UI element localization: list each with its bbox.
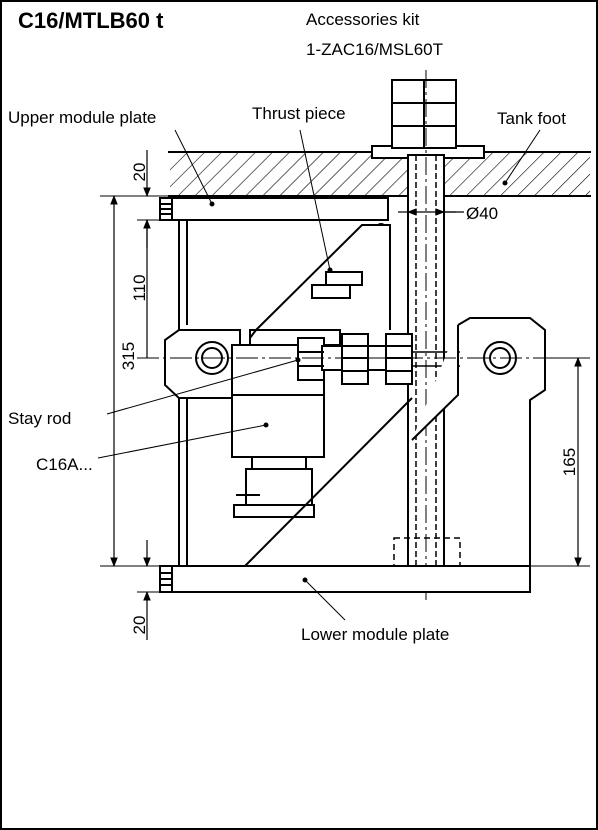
- right-bracket: [244, 317, 546, 567]
- tank-foot: [168, 151, 591, 197]
- accessories-kit-label: Accessories kit: [306, 10, 420, 29]
- dim-upper-gap: 110: [130, 274, 149, 301]
- accessories-nut: [371, 79, 485, 159]
- dim-top-plate: 20: [130, 163, 149, 182]
- thrust-piece-label: Thrust piece: [252, 104, 346, 123]
- thrust-piece: [249, 224, 391, 346]
- page-title: C16/MTLB60 t: [18, 8, 164, 33]
- left-bracket: [164, 220, 241, 566]
- stay-rod-assembly: [297, 333, 460, 385]
- leader-lines: [97, 129, 541, 621]
- dim-right-height: 165: [560, 448, 579, 476]
- tank-foot-label: Tank foot: [497, 109, 566, 128]
- accessories-kit-code: 1-ZAC16/MSL60T: [306, 40, 443, 59]
- diameter-label: Ø40: [466, 204, 498, 223]
- dim-total-height: 315: [119, 342, 138, 370]
- dimension-lines: [110, 150, 582, 640]
- load-cell-label: C16A...: [36, 455, 93, 474]
- stay-rod-label: Stay rod: [8, 409, 71, 428]
- threaded-rod: [393, 70, 461, 600]
- upper-module-plate-label: Upper module plate: [8, 108, 156, 127]
- upper-module-plate: [159, 197, 389, 235]
- dim-bottom-plate: 20: [130, 616, 149, 635]
- lower-module-plate: [159, 565, 531, 593]
- lower-module-plate-label: Lower module plate: [301, 625, 449, 644]
